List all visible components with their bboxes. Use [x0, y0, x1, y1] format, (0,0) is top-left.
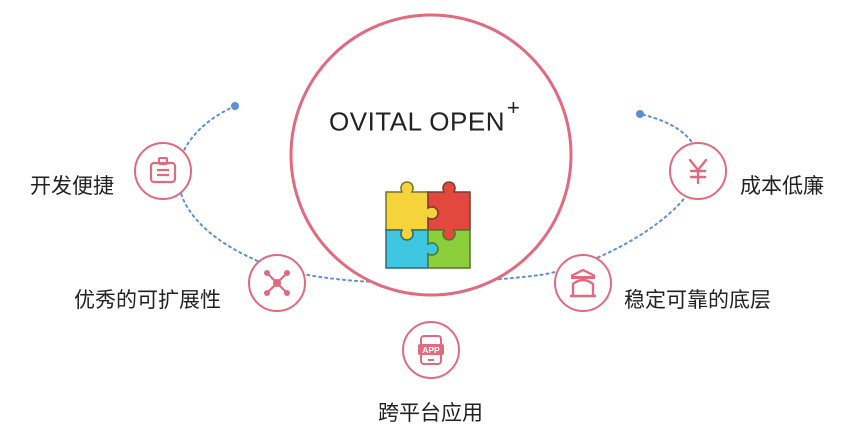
- arch-icon: [570, 268, 596, 298]
- network-icon-circle: [248, 254, 306, 312]
- main-title: OVITAL OPEN+: [329, 95, 520, 138]
- app-icon-circle: APP: [402, 321, 460, 379]
- feature-label-cost: 成本低廉: [740, 174, 824, 198]
- feature-label-develop: 开发便捷: [30, 174, 114, 198]
- app-icon-text: APP: [422, 345, 440, 355]
- network-icon: [264, 270, 290, 296]
- orbit-endpoint-right: [636, 110, 644, 118]
- feature-label-crossplatform: 跨平台应用: [378, 401, 483, 425]
- feature-label-stable: 稳定可靠的底层: [624, 288, 771, 312]
- center-circle: [289, 13, 573, 297]
- badge-icon-circle: [134, 142, 192, 200]
- title-superscript: +: [507, 95, 521, 120]
- yen-icon: [688, 158, 708, 185]
- badge-icon: [149, 157, 177, 184]
- arch-icon-circle: [554, 254, 612, 312]
- orbit-endpoint-left: [231, 102, 239, 110]
- yen-icon-circle: [669, 142, 727, 200]
- app-icon: APP: [418, 335, 444, 365]
- title-text: OVITAL OPEN: [329, 106, 505, 137]
- puzzle-icon: [385, 181, 471, 269]
- feature-label-extensible: 优秀的可扩展性: [74, 288, 221, 312]
